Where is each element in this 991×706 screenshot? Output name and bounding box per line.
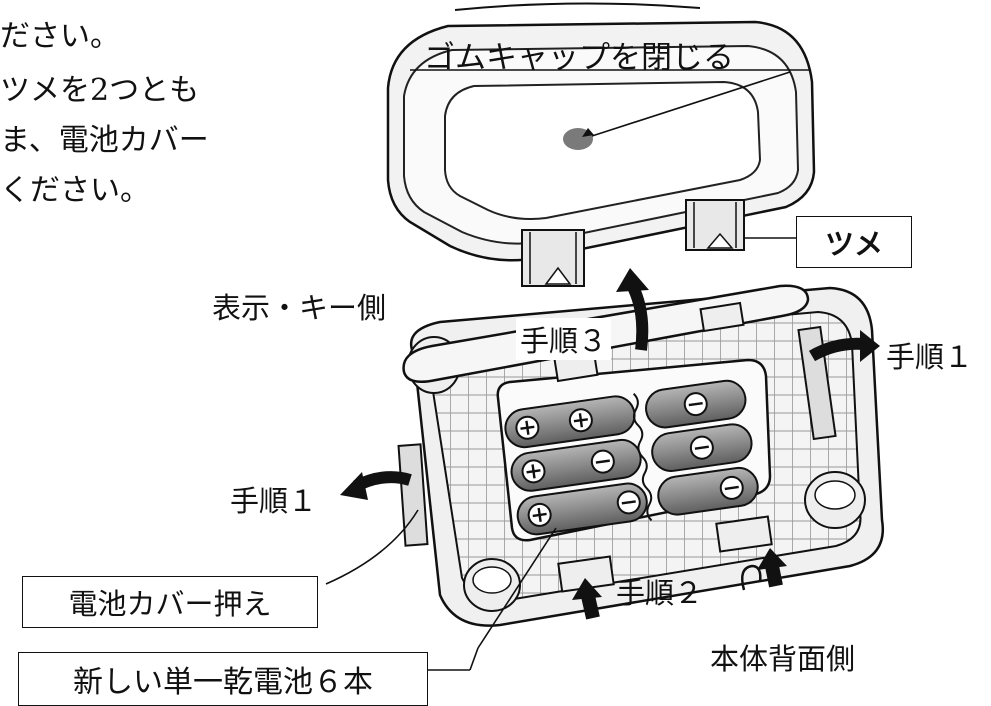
claw-left <box>521 229 585 287</box>
screw-bottom-right <box>804 471 866 529</box>
claw-label: ツメ <box>796 216 912 268</box>
display-side-label: 表示・キー側 <box>212 291 387 325</box>
battery-cover-lid <box>386 2 816 287</box>
intro-line-2: ツメを2つとも <box>0 73 200 108</box>
intro-line-1: ださい。 <box>0 19 120 54</box>
intro-line-3: ま、電池カバー <box>0 123 209 158</box>
step1-right-label: 手順１ <box>886 340 974 374</box>
arrow-step1-left <box>340 471 412 500</box>
step2-label: 手順２ <box>616 576 704 610</box>
step3-label: 手順３ <box>516 318 612 360</box>
arrow-step3 <box>616 268 649 351</box>
new-batteries-label: 新しい単一乾電池６本 <box>18 652 428 706</box>
arrow-step1-right <box>808 330 880 362</box>
leader-lines <box>325 69 810 671</box>
batteries <box>504 379 759 536</box>
intro-line-4: ください。 <box>0 173 150 208</box>
back-side-label: 本体背面側 <box>710 642 856 676</box>
arrow-step2-left <box>572 578 602 620</box>
step1-left-label: 手順１ <box>230 484 318 518</box>
close-cap-label: ゴムキャップを閉じる <box>424 40 734 76</box>
screw-bottom-left <box>463 558 521 612</box>
claw-right <box>685 199 745 251</box>
cover-holder-label: 電池カバー押え <box>22 576 318 628</box>
arrow-step2-right <box>741 548 787 591</box>
